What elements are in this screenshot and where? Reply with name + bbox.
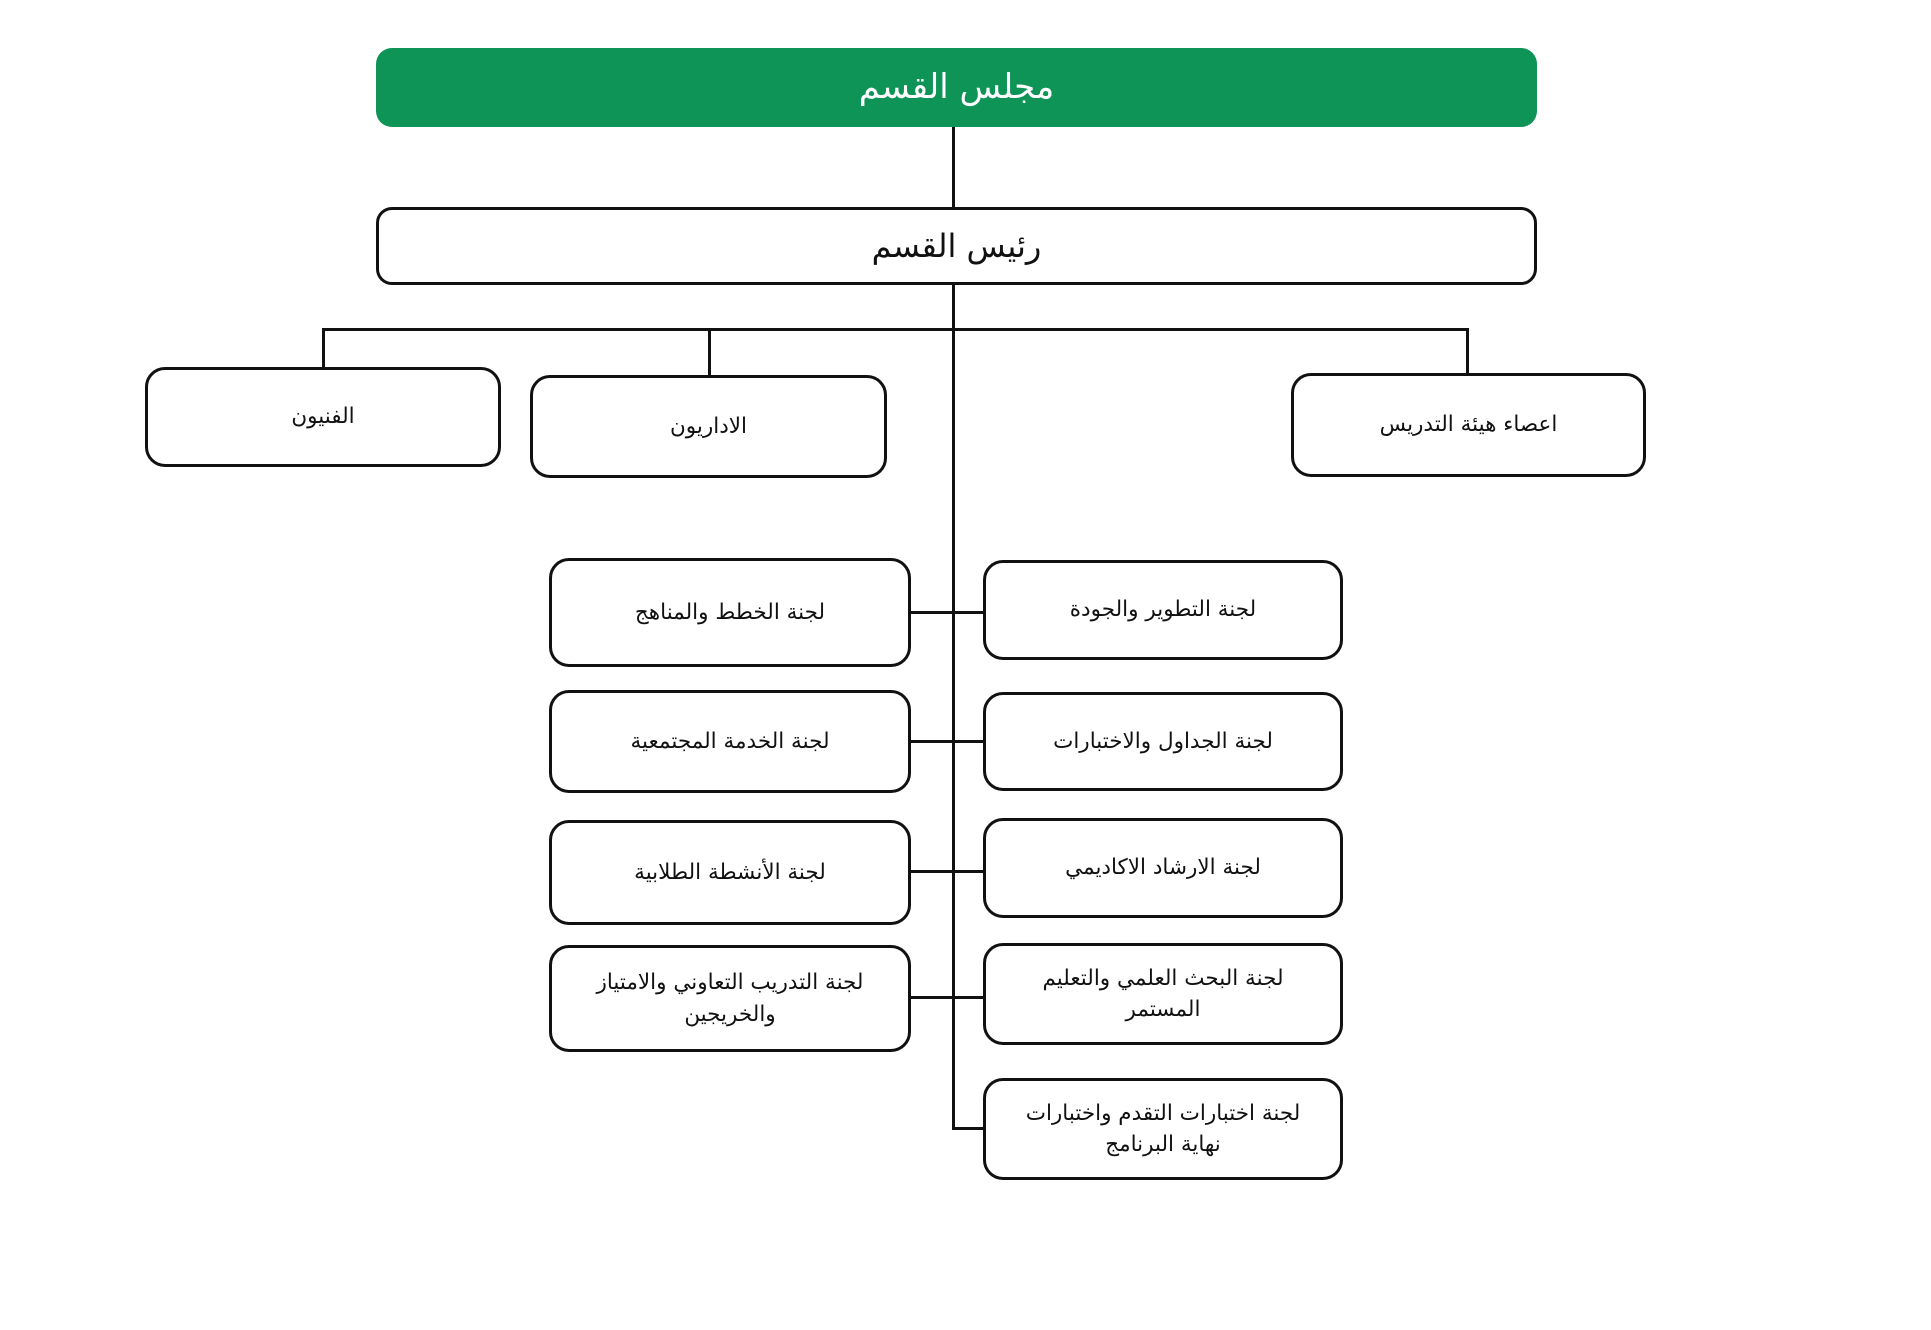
committee-label: لجنة الخطط والمناهج <box>634 599 826 625</box>
connector-drop-technicians <box>322 331 325 368</box>
committee-label: لجنة التطوير والجودة <box>1069 597 1257 623</box>
node-committee-plans-curricula: لجنة الخطط والمناهج <box>549 558 911 667</box>
committee-label: لجنة الخدمة المجتمعية <box>630 728 830 754</box>
node-committee-academic-advising: لجنة الارشاد الاكاديمي <box>983 818 1343 918</box>
node-technicians-label: الفنيون <box>291 404 355 430</box>
node-committee-community-service: لجنة الخدمة المجتمعية <box>549 690 911 793</box>
node-administrators: الاداريون <box>530 375 887 478</box>
node-faculty-members-label: اعصاء هيئة التدريس <box>1379 412 1558 438</box>
committee-label: لجنة اختبارات التقدم واختبارات نهاية الب… <box>1025 1100 1301 1157</box>
node-department-council: مجلس القسم <box>376 48 1537 127</box>
connector-stub-row5 <box>952 1127 983 1130</box>
node-committee-development-quality: لجنة التطوير والجودة <box>983 560 1343 660</box>
node-committee-progress-final-exams: لجنة اختبارات التقدم واختبارات نهاية الب… <box>983 1078 1343 1180</box>
committee-label: لجنة الأنشطة الطلابية <box>634 859 826 885</box>
connector-head-down <box>952 285 955 331</box>
committee-label: لجنة التدريب التعاوني والامتياز والخريجي… <box>596 970 864 1027</box>
committee-label: لجنة البحث العلمي والتعليم المستمر <box>1042 965 1284 1022</box>
node-committee-research-continuing-education: لجنة البحث العلمي والتعليم المستمر <box>983 943 1343 1045</box>
connector-stub-row4 <box>911 996 983 999</box>
node-technicians: الفنيون <box>145 367 501 467</box>
node-committee-coop-training-graduates: لجنة التدريب التعاوني والامتياز والخريجي… <box>549 945 911 1052</box>
connector-groups-horizontal-bar <box>322 328 1469 331</box>
node-administrators-label: الاداريون <box>669 413 748 439</box>
connector-stub-row1 <box>911 611 983 614</box>
committee-label: لجنة الجداول والاختبارات <box>1053 728 1273 754</box>
committee-label: لجنة الارشاد الاكاديمي <box>1065 855 1261 881</box>
node-department-head-label: رئيس القسم <box>871 226 1042 265</box>
node-department-head: رئيس القسم <box>376 207 1537 285</box>
connector-drop-faculty <box>1466 331 1469 374</box>
node-faculty-members: اعصاء هيئة التدريس <box>1291 373 1646 477</box>
connector-stub-row3 <box>911 870 983 873</box>
connector-root-to-head <box>952 127 955 207</box>
node-committee-student-activities: لجنة الأنشطة الطلابية <box>549 820 911 925</box>
connector-drop-admins <box>708 331 711 376</box>
connector-stub-row2 <box>911 740 983 743</box>
connector-committees-trunk <box>952 331 955 1130</box>
node-department-council-label: مجلس القسم <box>858 66 1055 107</box>
node-committee-schedules-exams: لجنة الجداول والاختبارات <box>983 692 1343 791</box>
